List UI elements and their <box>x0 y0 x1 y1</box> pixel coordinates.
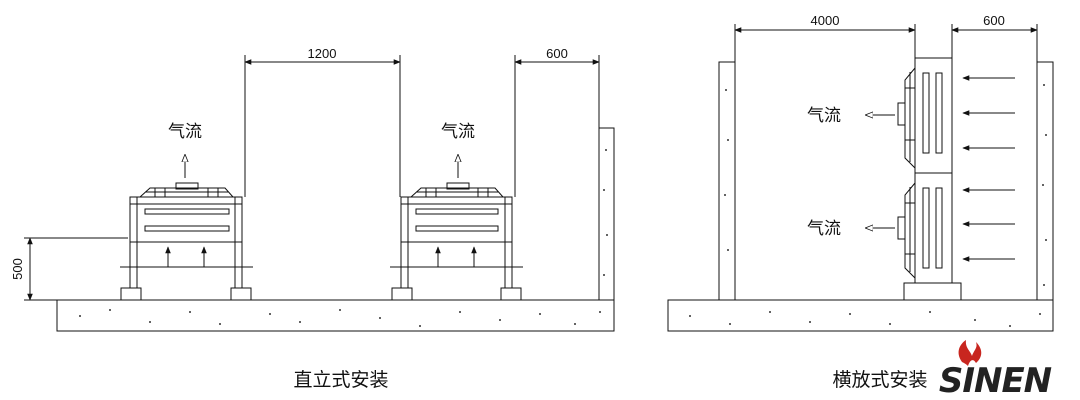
wall-left <box>598 127 615 301</box>
ground-slab-left <box>56 299 615 332</box>
airflow-label-1: 气流 <box>168 122 202 142</box>
flame-icon <box>958 340 982 366</box>
dim-label-4000: 4000 <box>811 13 840 28</box>
left-vertical-installation <box>24 55 615 332</box>
airflow-label-2: 气流 <box>441 122 475 142</box>
airflow-label-4: 气流 <box>807 219 841 239</box>
dim-label-600-left: 600 <box>546 46 568 61</box>
sinen-logo: SINEN <box>939 340 1053 400</box>
caption-right: 横放式安装 <box>832 369 927 391</box>
dim-label-500: 500 <box>10 258 25 280</box>
condenser-unit-2 <box>390 182 523 301</box>
horizontal-unit-lower <box>897 172 953 284</box>
caption-left: 直立式安装 <box>293 369 388 391</box>
airflow-label-3: 气流 <box>807 106 841 126</box>
ground-slab-right <box>667 299 1054 332</box>
right-horizontal-installation <box>667 24 1054 332</box>
logo-text: SINEN <box>939 361 1052 400</box>
intake-airflow-arrows <box>962 75 1015 262</box>
wall-right-right <box>1036 61 1054 301</box>
horizontal-unit-upper <box>897 57 953 174</box>
dim-label-600-right: 600 <box>983 13 1005 28</box>
dim-label-1200: 1200 <box>308 46 337 61</box>
wall-right-left <box>718 61 736 301</box>
concrete-texture <box>79 84 1047 327</box>
condenser-unit-1 <box>120 182 253 301</box>
unit-base <box>903 282 962 301</box>
